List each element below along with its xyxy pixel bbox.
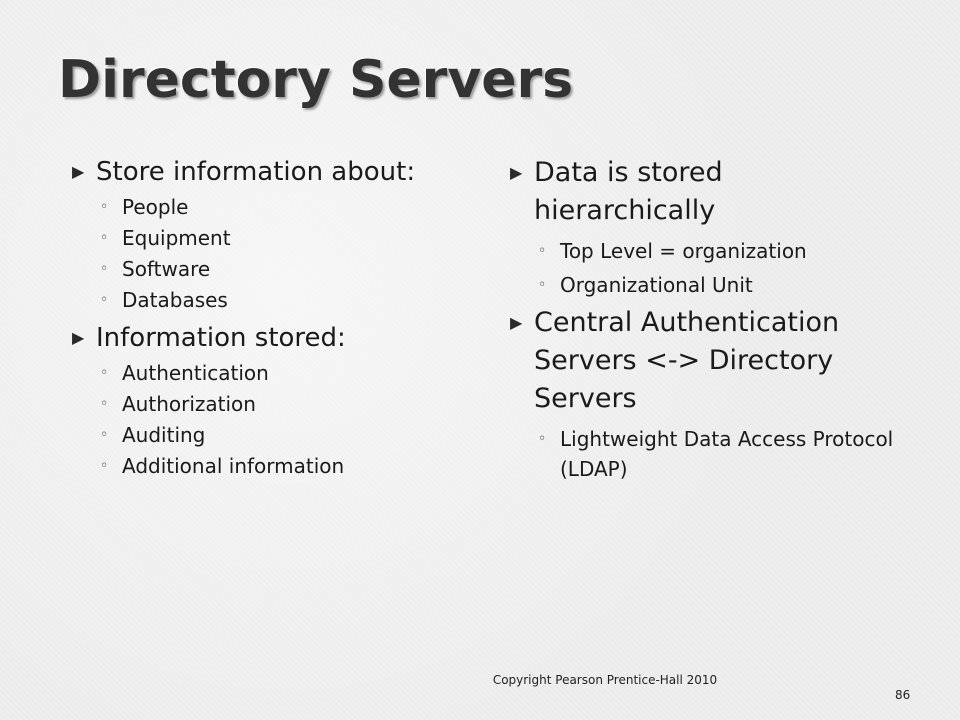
- right-column: ▶︎ Data is stored hierarchically ◦Top Le…: [510, 152, 910, 492]
- sub-bullet-item: ◦Lightweight Data Access Protocol (LDAP): [538, 424, 910, 484]
- ring-bullet-icon: ◦: [100, 292, 109, 308]
- sub-bullet-item: ◦Databases: [100, 285, 432, 316]
- ring-bullet-icon: ◦: [100, 199, 109, 215]
- sub-list: ◦Authentication ◦Authorization ◦Auditing…: [100, 358, 432, 482]
- ring-bullet-icon: ◦: [100, 396, 109, 412]
- sub-bullet-item: ◦Equipment: [100, 223, 432, 254]
- copyright-footer: Copyright Pearson Prentice-Hall 2010: [492, 673, 718, 687]
- sub-bullet-item: ◦Software: [100, 254, 432, 285]
- bullet-text: Central Authentication Servers <-> Direc…: [534, 307, 840, 414]
- ring-bullet-icon: ◦: [100, 261, 109, 277]
- bullet-item: ▶︎ Information stored: ◦Authentication ◦…: [72, 322, 432, 482]
- bullet-item: ▶︎ Central Authentication Servers <-> Di…: [510, 304, 910, 484]
- sub-bullet-item: ◦Authorization: [100, 389, 432, 420]
- arrow-bullet-icon: ▶︎: [72, 328, 85, 347]
- sub-bullet-item: ◦Additional information: [100, 451, 432, 482]
- ring-bullet-icon: ◦: [538, 431, 547, 447]
- sub-bullet-item: ◦Organizational Unit: [538, 270, 910, 300]
- bullet-item: ▶︎ Data is stored hierarchically ◦Top Le…: [510, 154, 910, 300]
- bullet-item: ▶︎ Store information about: ◦People ◦Equ…: [72, 156, 432, 316]
- ring-bullet-icon: ◦: [538, 277, 547, 293]
- left-column: ▶︎ Store information about: ◦People ◦Equ…: [72, 150, 432, 486]
- ring-bullet-icon: ◦: [538, 243, 547, 259]
- ring-bullet-icon: ◦: [100, 230, 109, 246]
- arrow-bullet-icon: ▶︎: [72, 162, 85, 181]
- bullet-text: Store information about:: [96, 157, 416, 187]
- bullet-text: Data is stored hierarchically: [534, 157, 723, 226]
- ring-bullet-icon: ◦: [100, 365, 109, 381]
- sub-bullet-item: ◦Authentication: [100, 358, 432, 389]
- ring-bullet-icon: ◦: [100, 458, 109, 474]
- page-number: 86: [895, 688, 911, 702]
- sub-list: ◦Lightweight Data Access Protocol (LDAP): [538, 424, 910, 484]
- bullet-text: Information stored:: [96, 323, 346, 353]
- sub-bullet-item: ◦Auditing: [100, 420, 432, 451]
- arrow-bullet-icon: ▶︎: [510, 313, 523, 332]
- sub-bullet-item: ◦Top Level = organization: [538, 236, 910, 266]
- ring-bullet-icon: ◦: [100, 427, 109, 443]
- slide-title: Directory Servers: [58, 50, 574, 110]
- arrow-bullet-icon: ▶︎: [510, 163, 523, 182]
- sub-bullet-item: ◦People: [100, 192, 432, 223]
- sub-list: ◦Top Level = organization ◦Organizationa…: [538, 236, 910, 300]
- sub-list: ◦People ◦Equipment ◦Software ◦Databases: [100, 192, 432, 316]
